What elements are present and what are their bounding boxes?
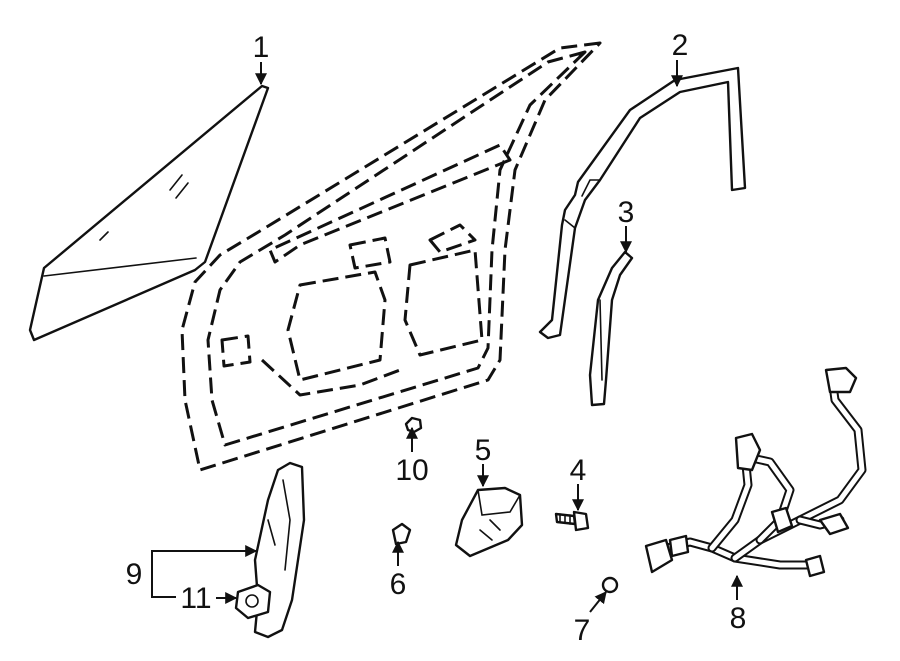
leader-lines (151, 60, 743, 613)
run-channel (588, 250, 634, 407)
callout-2: 2 (672, 29, 689, 62)
callout-9: 9 (126, 558, 143, 591)
callout-10: 10 (395, 454, 428, 487)
callout-8: 8 (730, 602, 747, 635)
upper-frame-channel (538, 66, 747, 340)
callout-7: 7 (574, 614, 591, 647)
callout-3: 3 (618, 196, 635, 229)
bracket-part (454, 486, 524, 558)
callout-4: 4 (570, 454, 587, 487)
callout-1: 1 (253, 31, 270, 64)
bolt-part (554, 510, 590, 532)
callout-labels: 1 2 3 10 5 4 6 7 8 9 11 (126, 29, 747, 647)
callout-5: 5 (475, 434, 492, 467)
callout-11: 11 (180, 582, 211, 615)
wiring-harness (644, 366, 867, 578)
retainer-part (391, 522, 412, 546)
clip-part (404, 416, 423, 434)
regulator-motor (234, 583, 272, 620)
door-shell-outline (180, 41, 602, 472)
door-glass (28, 84, 270, 342)
callout-6: 6 (390, 568, 407, 601)
nut-part (601, 576, 619, 594)
